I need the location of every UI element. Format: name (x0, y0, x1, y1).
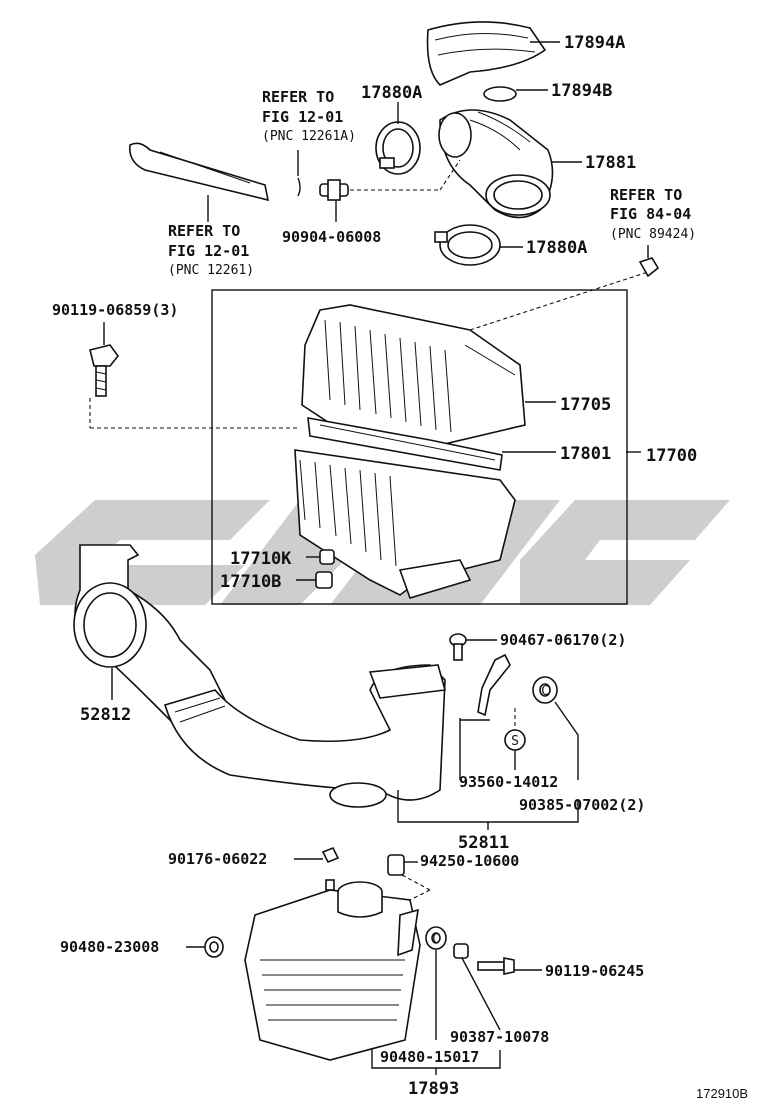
clamp-17880A-bottom (434, 224, 501, 266)
grommet-90480-23008 (204, 936, 224, 958)
cover-17894A (426, 21, 547, 86)
hose-17881 (438, 109, 554, 219)
ring-17894B (483, 86, 517, 102)
ref2-pnc: (PNC 12261) (168, 263, 254, 278)
ref3-line1: REFER TO (610, 186, 682, 204)
label-90904-06008: 90904-06008 (282, 228, 381, 246)
label-17880A-bottom: 17880A (526, 238, 587, 258)
diagram-id: 172910B (696, 1086, 748, 1101)
clamp-17880A-top (375, 121, 421, 175)
label-90176-06022: 90176-06022 (168, 850, 267, 868)
label-90387-10078: 90387-10078 (450, 1028, 549, 1046)
label-17710K: 17710K (230, 549, 292, 569)
collar-90387-10078 (453, 943, 469, 959)
duct-52811 (164, 664, 447, 808)
label-17894B: 17894B (551, 81, 612, 101)
resonator-17893 (244, 879, 421, 1061)
c-marker-top: C (541, 684, 549, 699)
hose-12261 (128, 142, 270, 202)
clip-94250-10600 (387, 854, 405, 876)
s-marker-label: S (511, 734, 519, 749)
label-90119-06245: 90119-06245 (545, 962, 644, 980)
label-17710B: 17710B (220, 572, 281, 592)
ref1-pnc: (PNC 12261A) (262, 129, 356, 144)
label-17894A: 17894A (564, 33, 625, 53)
intake-52812 (73, 544, 227, 726)
ref3-pnc: (PNC 89424) (610, 227, 696, 242)
label-17700: 17700 (646, 446, 697, 466)
ref2-line1: REFER TO (168, 222, 240, 240)
ref1-line1: REFER TO (262, 88, 334, 106)
case-lower (294, 449, 516, 599)
air-cleaner-frame (211, 289, 628, 605)
label-90385-07002: 90385-07002(2) (519, 796, 645, 814)
ref3-line2: FIG 84-04 (610, 205, 691, 223)
valve-90904-06008 (319, 179, 349, 201)
bolt-90119-06245 (477, 957, 515, 975)
ref2-line2: FIG 12-01 (168, 242, 249, 260)
part-17710K (319, 549, 335, 565)
label-52812: 52812 (80, 705, 131, 725)
clip-12261A (297, 177, 301, 197)
label-17880A-top: 17880A (361, 83, 422, 103)
bolt-90119-06859 (89, 344, 120, 397)
c-marker-bottom: C (432, 932, 440, 947)
label-17705: 17705 (560, 395, 611, 415)
part-17710B (315, 571, 333, 589)
label-17881: 17881 (585, 153, 636, 173)
label-17893: 17893 (408, 1079, 459, 1099)
filter-element-17801 (307, 417, 503, 471)
label-17801: 17801 (560, 444, 611, 464)
label-93560-14012: 93560-14012 (459, 773, 558, 791)
grommet-90385-07002 (532, 676, 558, 704)
label-90119-06859: 90119-06859(3) (52, 301, 178, 319)
grommet-90480-15017 (425, 926, 447, 950)
label-90480-23008: 90480-23008 (60, 938, 159, 956)
bolt-90467-06170 (449, 633, 467, 661)
label-52811: 52811 (458, 833, 509, 853)
clip-90176-06022 (321, 846, 340, 864)
bracket (477, 653, 511, 717)
label-90467-06170: 90467-06170(2) (500, 631, 626, 649)
case-upper-17705 (301, 304, 526, 446)
bolt-89424 (638, 257, 660, 278)
label-90480-15017: 90480-15017 (380, 1048, 479, 1066)
ref1-line2: FIG 12-01 (262, 108, 343, 126)
label-94250-10600: 94250-10600 (420, 852, 519, 870)
